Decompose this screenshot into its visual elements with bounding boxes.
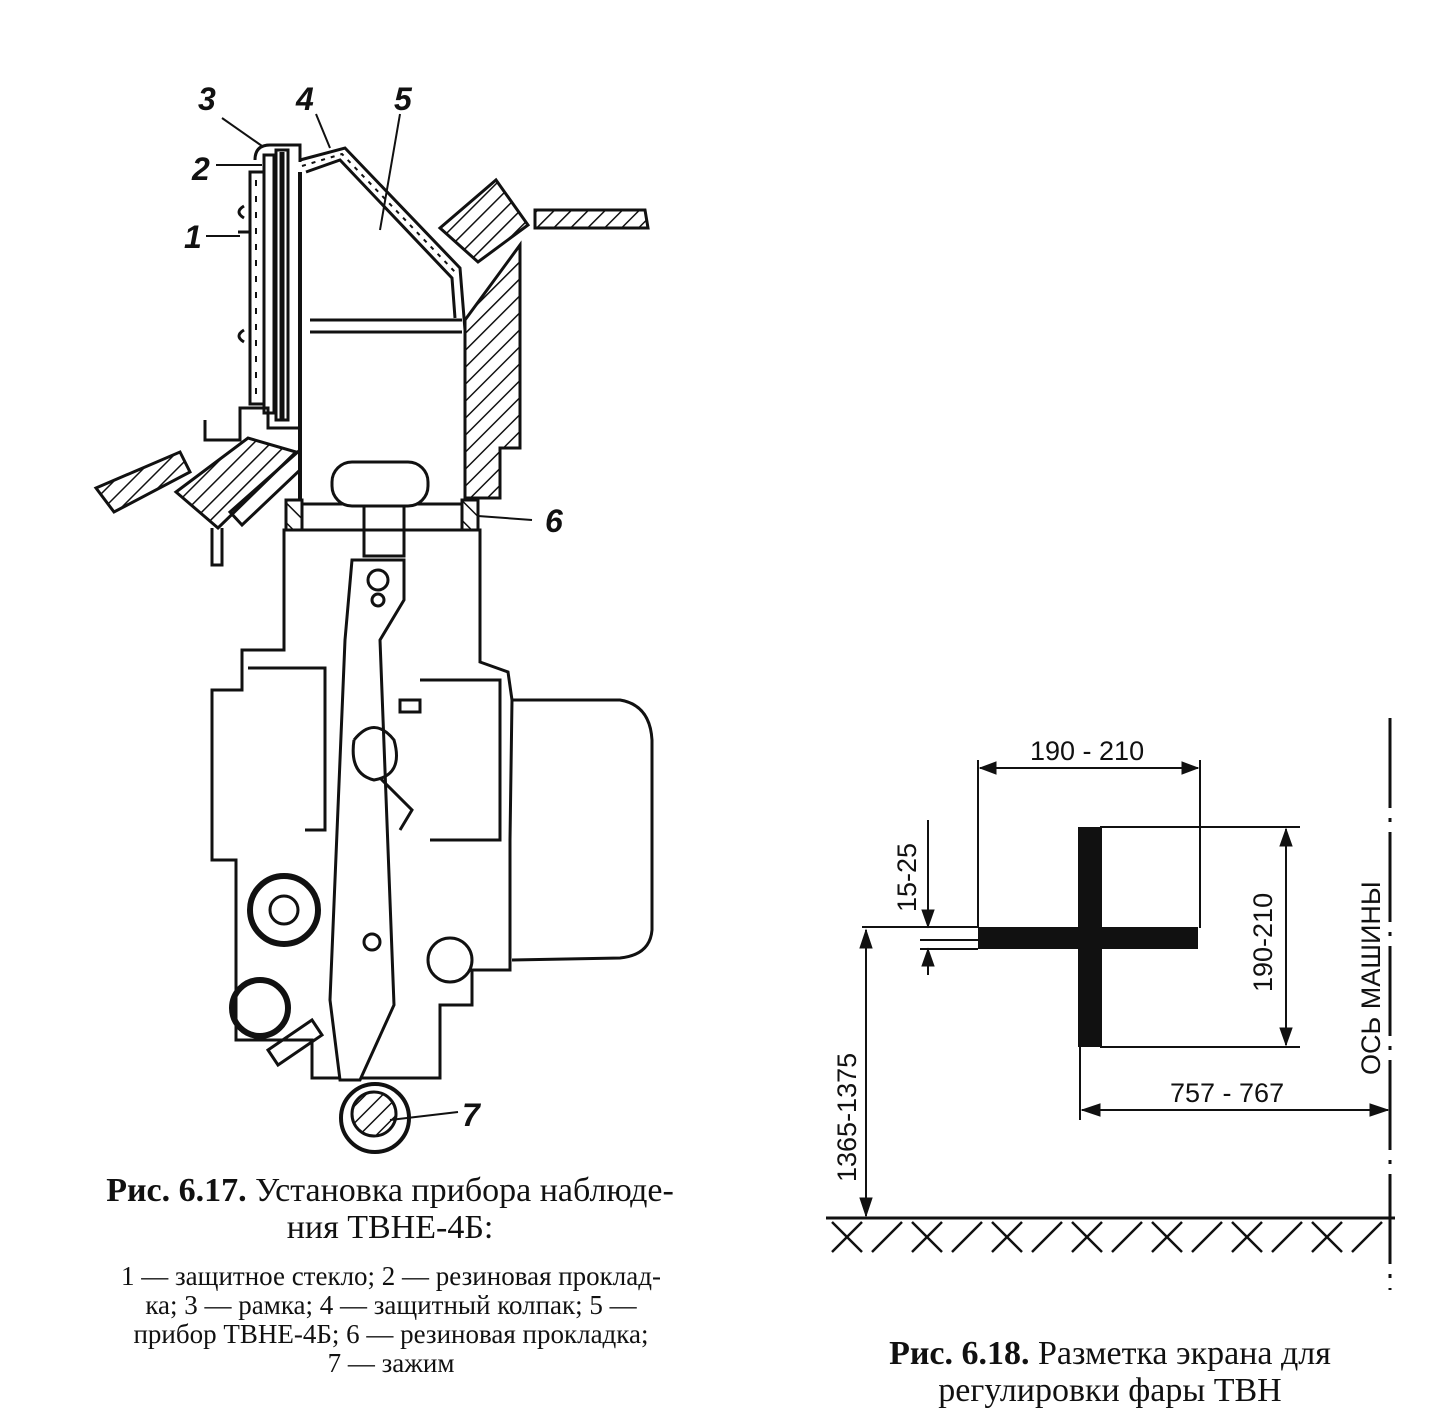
fig618-caption-title-2: регулировки фары ТВН bbox=[938, 1372, 1282, 1409]
fig618-caption: Рис. 6.18. Разметка экрана для регулиров… bbox=[840, 1335, 1380, 1409]
label-2: 2 bbox=[191, 151, 210, 187]
fig617-legend-line-3: прибор ТВНЕ-4Б; 6 — резиновая прокладка; bbox=[133, 1319, 649, 1349]
fig617-legend-line-1: 1 — защитное стекло; 2 — резиновая прокл… bbox=[121, 1261, 661, 1291]
label-6: 6 bbox=[545, 503, 563, 539]
fig617-caption-title-1: Установка прибора наблюде- bbox=[255, 1172, 674, 1209]
fig617-legend: 1 — защитное стекло; 2 — резиновая прокл… bbox=[58, 1262, 724, 1378]
label-1: 1 bbox=[184, 219, 202, 255]
dim-width-label: 190 - 210 bbox=[1030, 736, 1144, 766]
eyepiece-block bbox=[511, 698, 654, 962]
fig618-caption-number: Рис. 6.18. bbox=[889, 1335, 1030, 1372]
armor-plate-left bbox=[173, 436, 299, 531]
dim-height-label: 190-210 bbox=[1248, 893, 1278, 992]
fig618-caption-title-1: Разметка экрана для bbox=[1038, 1335, 1331, 1372]
label-3: 3 bbox=[198, 81, 216, 117]
ground-hatching bbox=[831, 1221, 1383, 1253]
fig617-legend-line-4: 7 — зажим bbox=[327, 1348, 455, 1378]
fig617-legend-line-2: ка; 3 — рамка; 4 — защитный колпак; 5 — bbox=[145, 1290, 637, 1320]
frame-3 bbox=[253, 143, 302, 162]
rubber-gasket-6 bbox=[284, 498, 304, 532]
bolt-upper bbox=[247, 873, 321, 947]
label-7: 7 bbox=[462, 1097, 482, 1133]
clamp-knob bbox=[330, 460, 430, 508]
dim-offset-label: 15-25 bbox=[892, 843, 922, 912]
label-4: 4 bbox=[295, 81, 314, 117]
protective-cap bbox=[299, 146, 467, 331]
bolt-lower bbox=[229, 977, 291, 1039]
cross-horizontal-bar bbox=[978, 927, 1198, 949]
clamp-lever bbox=[328, 558, 406, 1082]
fig617-caption-title-2: ния ТВНЕ-4Б: bbox=[286, 1209, 494, 1246]
dim-ground-label: 1365-1375 bbox=[832, 1053, 862, 1182]
fig617-caption: Рис. 6.17. Установка прибора наблюде- ни… bbox=[60, 1172, 720, 1246]
dim-axis-label: 757 - 767 bbox=[1170, 1078, 1284, 1108]
fig617-drawing bbox=[93, 113, 654, 1154]
device-body-lower bbox=[210, 528, 514, 1080]
fig617-caption-number: Рис. 6.17. bbox=[106, 1172, 247, 1209]
protective-glass bbox=[248, 170, 266, 406]
label-5: 5 bbox=[394, 81, 413, 117]
fig618-drawing bbox=[826, 718, 1395, 1290]
armor-plate-right bbox=[463, 240, 522, 500]
machine-axis-label: ОСЬ МАШИНЫ bbox=[1356, 881, 1386, 1075]
